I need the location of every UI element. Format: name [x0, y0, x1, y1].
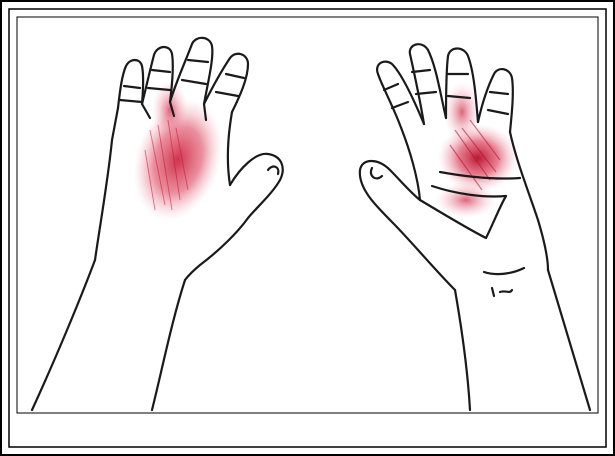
palm-pain-lower-zone	[436, 182, 496, 218]
inner-border	[9, 9, 606, 447]
right-hand-palmar	[360, 44, 590, 410]
left-forearm-outer	[32, 260, 95, 410]
right-forearm-outer	[548, 270, 590, 410]
right-forearm-inner	[455, 290, 470, 410]
left-hand-dorsal	[32, 38, 283, 410]
left-forearm-inner	[152, 280, 185, 410]
